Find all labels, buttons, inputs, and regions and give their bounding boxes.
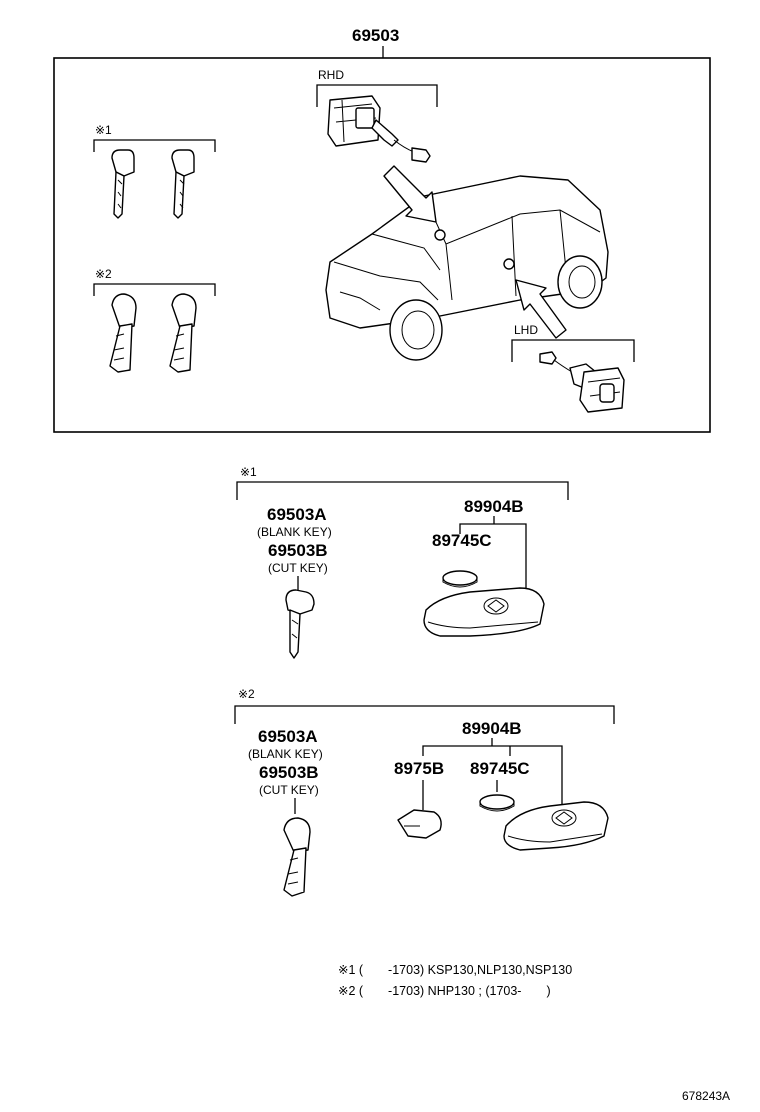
key-icon xyxy=(109,293,137,373)
battery-cover-icon xyxy=(397,809,442,839)
rhd-bracket xyxy=(316,84,438,107)
assembly-frame xyxy=(53,57,711,433)
battery-icon xyxy=(442,570,478,588)
group1-mark: ※1 xyxy=(240,465,257,479)
variant1-bracket xyxy=(93,139,216,152)
key-icon xyxy=(171,149,195,219)
smart-key-remote-icon xyxy=(423,587,545,637)
variant2-mark: ※2 xyxy=(95,267,112,281)
key-icon xyxy=(111,149,135,219)
group2-blank-key-desc: (BLANK KEY) xyxy=(248,747,323,761)
group2-remote-pn[interactable]: 89904B xyxy=(462,719,522,738)
group2-battery-pn[interactable]: 89745C xyxy=(470,759,530,778)
smart-key-remote-icon xyxy=(503,801,609,851)
group1-bracket xyxy=(236,481,569,500)
group1-remote-pn[interactable]: 89904B xyxy=(464,497,524,516)
note-variant2: ※2 ( -1703) NHP130 ; (1703- ) xyxy=(338,984,551,998)
group2-remote-leader xyxy=(422,738,563,808)
key-icon xyxy=(283,817,311,897)
lhd-bracket xyxy=(511,339,635,362)
lhd-label: LHD xyxy=(514,323,538,337)
note-variant1: ※1 ( -1703) KSP130,NLP130,NSP130 xyxy=(338,963,572,977)
group2-blank-key-pn[interactable]: 69503A xyxy=(258,727,318,746)
group1-battery-pn[interactable]: 89745C xyxy=(432,531,492,550)
key-icon xyxy=(169,293,197,373)
group2-bracket xyxy=(234,705,615,724)
group1-blank-key-pn[interactable]: 69503A xyxy=(267,505,327,524)
group1-blank-key-desc: (BLANK KEY) xyxy=(257,525,332,539)
lhd-lock-cylinder-icon xyxy=(539,351,625,413)
group2-cut-key-desc: (CUT KEY) xyxy=(259,783,319,797)
location-arrow-icon xyxy=(515,279,567,339)
battery-icon xyxy=(479,794,515,812)
group2-cover-pn[interactable]: 8975B xyxy=(394,759,444,778)
diagram-id: 678243A xyxy=(682,1089,730,1103)
location-arrow-icon xyxy=(383,165,437,223)
group2-mark: ※2 xyxy=(238,687,255,701)
rhd-lock-cylinder-icon xyxy=(327,95,431,163)
assembly-part-number[interactable]: 69503 xyxy=(352,26,399,45)
car-icon xyxy=(325,175,609,361)
variant2-bracket xyxy=(93,283,216,296)
variant1-mark: ※1 xyxy=(95,123,112,137)
key-icon xyxy=(285,589,315,659)
rhd-label: RHD xyxy=(318,68,344,82)
group2-cut-key-pn[interactable]: 69503B xyxy=(259,763,319,782)
group1-cut-key-desc: (CUT KEY) xyxy=(268,561,328,575)
group1-cut-key-pn[interactable]: 69503B xyxy=(268,541,328,560)
group1-remote-leader xyxy=(459,516,527,598)
